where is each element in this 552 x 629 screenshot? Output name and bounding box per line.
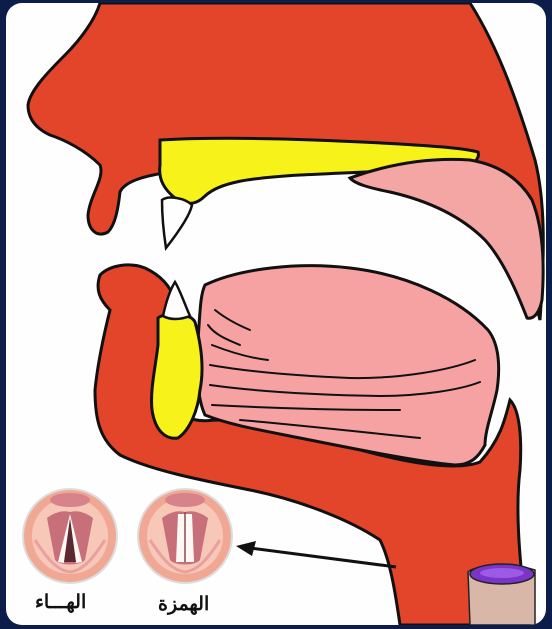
haa-label: الهـــاء — [35, 591, 86, 613]
larynx — [468, 564, 535, 625]
left-arrow-icon — [236, 541, 396, 567]
glottis-open-icon — [23, 489, 117, 583]
upper-incisor — [162, 198, 192, 248]
hamza-label: الهمزة — [158, 593, 209, 615]
glottis-closed-icon — [138, 489, 232, 583]
diagram-panel: الهمزة الهـــاء — [6, 3, 546, 625]
vocal-tract-diagram — [6, 3, 546, 625]
